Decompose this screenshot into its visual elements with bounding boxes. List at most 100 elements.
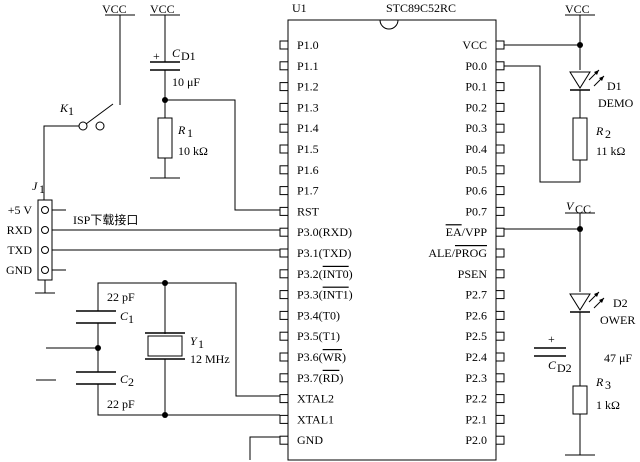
vcc-label-cd1: VCC	[150, 2, 175, 16]
d1-diode	[569, 71, 591, 89]
vcc-label-d1: VCC	[565, 2, 590, 16]
r2-label: R	[595, 124, 604, 138]
c1-label: C	[120, 309, 129, 323]
mcu-pin-stub	[279, 82, 289, 92]
mcu-pin-stub	[279, 331, 289, 341]
cd1-plus: +	[153, 49, 160, 63]
j1-label: J	[32, 179, 38, 193]
mcu-pin-label: P3.3(INT1)	[297, 288, 353, 302]
mcu-pin-label: P0.5	[465, 163, 487, 177]
mcu-pin-stub	[279, 102, 289, 112]
mcu-left-pins: P1.0P1.1P1.2P1.3P1.4P1.5P1.6P1.7RSTP3.0(…	[279, 38, 353, 447]
mcu-pin-stub	[495, 394, 505, 404]
mcu-pin-label: P1.7	[297, 184, 319, 198]
isp-label: ISP下载接口	[73, 212, 138, 227]
cd2-sub: D2	[557, 361, 572, 375]
vcc-label-d2: V	[566, 199, 575, 213]
mcu-pin-label: XTAL1	[297, 412, 334, 426]
mcu-pin-stub	[495, 373, 505, 383]
mcu-pin-label: P0.0	[465, 59, 487, 73]
mcu-pin-stub	[279, 61, 289, 71]
mcu-pin-stub	[279, 435, 289, 445]
mcu-pin-label: P0.4	[465, 142, 487, 156]
mcu-right-pins: VCCP0.0P0.1P0.2P0.3P0.4P0.5P0.6P0.7EA/VP…	[428, 38, 505, 447]
mcu-pin-label: P1.5	[297, 142, 319, 156]
d1-name: DEMO	[598, 96, 634, 110]
mcu-pin-stub	[279, 40, 289, 50]
mcu-pin-stub	[279, 144, 289, 154]
mcu-pin-label: P3.6(WR)	[297, 350, 346, 364]
junction-ea	[577, 226, 583, 232]
mcu-pin-label: GND	[297, 433, 323, 447]
r3-label: R	[595, 375, 604, 389]
mcu-pin-label: P3.5(T1)	[297, 329, 340, 343]
mcu-pin-label: P3.1(TXD)	[297, 246, 351, 260]
c2-sub: 2	[128, 375, 134, 389]
mcu-pin-stub	[495, 144, 505, 154]
cd1-sub: D1	[181, 49, 196, 63]
cd1-label: C	[172, 46, 181, 60]
mcu-pin-stub	[279, 165, 289, 175]
wire-c2-node	[97, 384, 165, 416]
wire-reset-rst	[165, 99, 280, 211]
r2-body	[572, 117, 588, 161]
cd2-label: C	[548, 358, 557, 372]
k1-contact-right	[95, 121, 105, 131]
mcu-pin-label: P2.2	[465, 392, 487, 406]
j1-pin-label: RXD	[7, 223, 33, 237]
mcu-pin-label: P1.3	[297, 100, 319, 114]
y1-sub: 1	[198, 337, 204, 351]
mcu-pin-label: P3.0(RXD)	[297, 225, 352, 239]
c1-sub: 1	[128, 312, 134, 326]
d2-diode	[569, 293, 591, 311]
mcu-pin-label: P2.7	[465, 288, 487, 302]
k1-label: K	[59, 101, 69, 115]
mcu-pin-label: EA/VPP	[446, 225, 488, 239]
mcu-pin-stub	[495, 290, 505, 300]
cd2-value: 47 μF	[604, 351, 632, 365]
mcu-pin-label: P0.1	[465, 80, 487, 94]
mcu-pin-stub	[495, 352, 505, 362]
mcu-pin-stub	[495, 186, 505, 196]
junction-vcc	[577, 42, 583, 48]
mcu-pin-stub	[279, 373, 289, 383]
mcu-pin-stub	[495, 269, 505, 279]
mcu-pin-stub	[495, 414, 505, 424]
mcu-pin-stub	[495, 435, 505, 445]
mcu-pin-stub	[279, 290, 289, 300]
wire-c1-node	[97, 282, 165, 311]
junction-osc-gnd	[95, 345, 101, 351]
r1-label: R	[177, 123, 186, 137]
c2-value: 22 pF	[107, 397, 135, 411]
mcu-pin-label: P0.7	[465, 204, 487, 218]
cd2-plus: +	[548, 332, 555, 346]
d1-label: D1	[607, 79, 622, 93]
d2-label: D2	[613, 296, 628, 310]
mcu-pin-label: P1.4	[297, 121, 319, 135]
mcu-pin-stub	[279, 352, 289, 362]
mcu-pin-stub	[279, 248, 289, 258]
d1-ray-1-head	[594, 70, 599, 75]
r1-sub: 1	[187, 126, 193, 140]
j1-pin-label: TXD	[7, 243, 32, 257]
junction-xtal1	[162, 412, 168, 418]
k1-sub: 1	[68, 104, 74, 118]
mcu-pin-stub	[495, 206, 505, 216]
mcu-pin-label: P1.0	[297, 38, 319, 52]
mcu-pin-stub	[279, 186, 289, 196]
mcu-pin-label: P3.7(RD)	[297, 371, 343, 385]
mcu-ref-label: U1	[292, 1, 307, 15]
j1-pin-label: GND	[6, 263, 32, 277]
mcu-pin-label: P0.2	[465, 100, 487, 114]
d2-ray-1-head	[594, 292, 599, 297]
r3-body	[572, 385, 588, 415]
mcu-pin-label: XTAL2	[297, 392, 334, 406]
k1-contact-left	[78, 121, 88, 131]
mcu-pin-label: P2.0	[465, 433, 487, 447]
mcu-pin-stub	[495, 310, 505, 320]
wire-r2-p00	[504, 65, 581, 183]
mcu-pin-stub	[495, 40, 505, 50]
wire-xtal2	[165, 282, 280, 397]
mcu-pin-label: P1.6	[297, 163, 319, 177]
